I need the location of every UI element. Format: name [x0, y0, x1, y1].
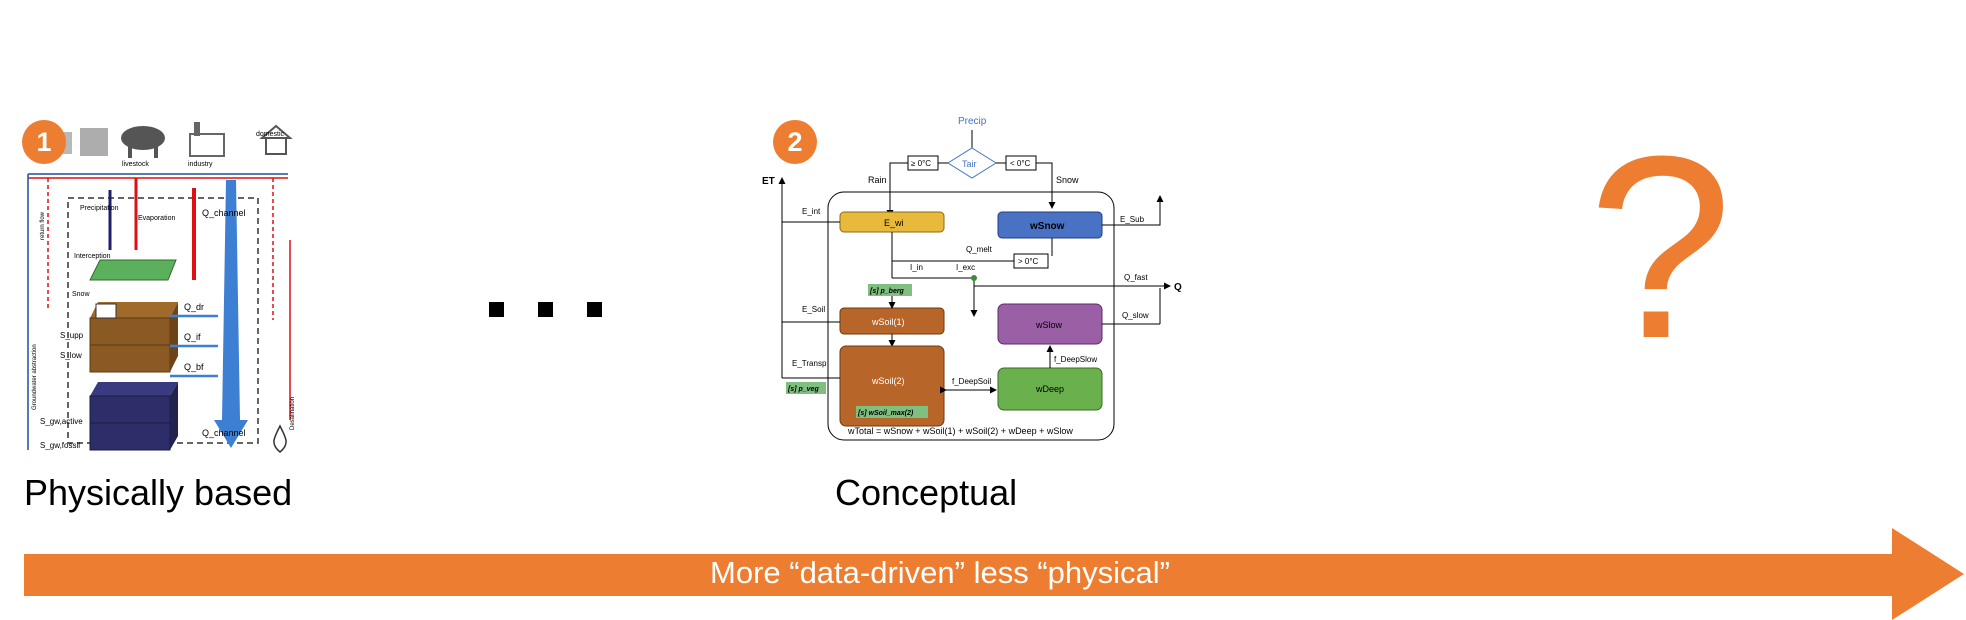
i-exc-label: I_exc	[956, 263, 975, 272]
lt0-label: < 0°C	[1010, 159, 1031, 168]
snow-label: Snow	[1056, 175, 1079, 185]
ellipsis-dot	[587, 302, 602, 317]
f-deepslow-label: f_DeepSlow	[1054, 355, 1097, 364]
i-in-label: I_in	[910, 263, 923, 272]
interception-label: Interception	[74, 253, 111, 260]
sector-livestock: livestock	[122, 161, 149, 168]
box-wsoil1-label: wSoil(1)	[871, 317, 905, 327]
tag-pberg: [s] p_berg	[869, 288, 905, 295]
precip-label: Precipitation	[80, 205, 119, 212]
box-wslow-label: wSlow	[1035, 320, 1063, 330]
physical-model-diagram: livestock industry domestic Precipitatio…	[26, 122, 296, 453]
q-dr-label: Q_dr	[184, 302, 204, 312]
badge-one: 1	[22, 120, 66, 164]
question-mark: ?	[1588, 103, 1733, 393]
s-gw-fossil-label: S_gw,fossil	[40, 441, 80, 450]
gt0-label: > 0°C	[1018, 257, 1039, 266]
box-wdeep-label: wDeep	[1035, 384, 1064, 394]
q-slow-label: Q_slow	[1122, 311, 1149, 320]
tag-pveg: [s] p_veg	[787, 386, 819, 393]
snow-label: Snow	[72, 291, 90, 298]
conceptual-model-diagram: Precip Tair ≥ 0°C < 0°C Rain Snow ET E_w…	[762, 116, 1182, 441]
desalination-label: Desalination	[290, 397, 296, 430]
q-channel-bottom-label: Q_channel	[202, 428, 246, 438]
conceptual-label: Conceptual	[835, 472, 1018, 513]
e-sub-label: E_Sub	[1120, 215, 1145, 224]
sector-industry: industry	[188, 161, 213, 168]
box-ew-label: E_wi	[884, 218, 904, 228]
return-flow-label: return flow	[40, 211, 46, 240]
sector-domestic: domestic	[256, 131, 285, 138]
gw-abstraction-label: Groundwater abstraction	[32, 344, 38, 410]
s-low-label: S_low	[60, 351, 82, 360]
arrow-label: More “data-driven” less “physical”	[710, 555, 1170, 590]
q-channel-top-label: Q_channel	[202, 208, 246, 218]
data-driven-arrow	[24, 528, 1964, 620]
evap-label: Evaporation	[138, 215, 175, 222]
ellipsis-dot	[489, 302, 504, 317]
box-wsoil2-label: wSoil(2)	[871, 376, 905, 386]
badge-two: 2	[773, 120, 817, 164]
total-equation: wTotal = wSnow + wSoil(1) + wSoil(2) + w…	[847, 426, 1073, 436]
e-int-label: E_int	[802, 207, 821, 216]
q-if-label: Q_if	[184, 332, 201, 342]
ellipsis-dot	[538, 302, 553, 317]
e-soil-label: E_Soil	[802, 305, 825, 314]
tair-label: Tair	[962, 159, 977, 169]
physical-label: Physically based	[24, 472, 293, 513]
f-deepsoil-label: f_DeepSoil	[952, 377, 991, 386]
et-label: ET	[762, 176, 775, 187]
box-wsnow-label: wSnow	[1029, 221, 1065, 232]
q-melt-label: Q_melt	[966, 245, 993, 254]
e-transp-label: E_Transp	[792, 359, 827, 368]
s-upp-label: S_upp	[60, 331, 84, 340]
ge0-label: ≥ 0°C	[911, 159, 931, 168]
rain-label: Rain	[868, 175, 887, 185]
q-bf-label: Q_bf	[184, 362, 204, 372]
precip-label: Precip	[958, 116, 987, 127]
tag-wsoilmax: [s] wSoil_max(2)	[857, 410, 914, 417]
q-fast-label: Q_fast	[1124, 273, 1148, 282]
s-gw-active-label: S_gw,active	[40, 417, 83, 426]
q-label: Q	[1174, 282, 1182, 293]
